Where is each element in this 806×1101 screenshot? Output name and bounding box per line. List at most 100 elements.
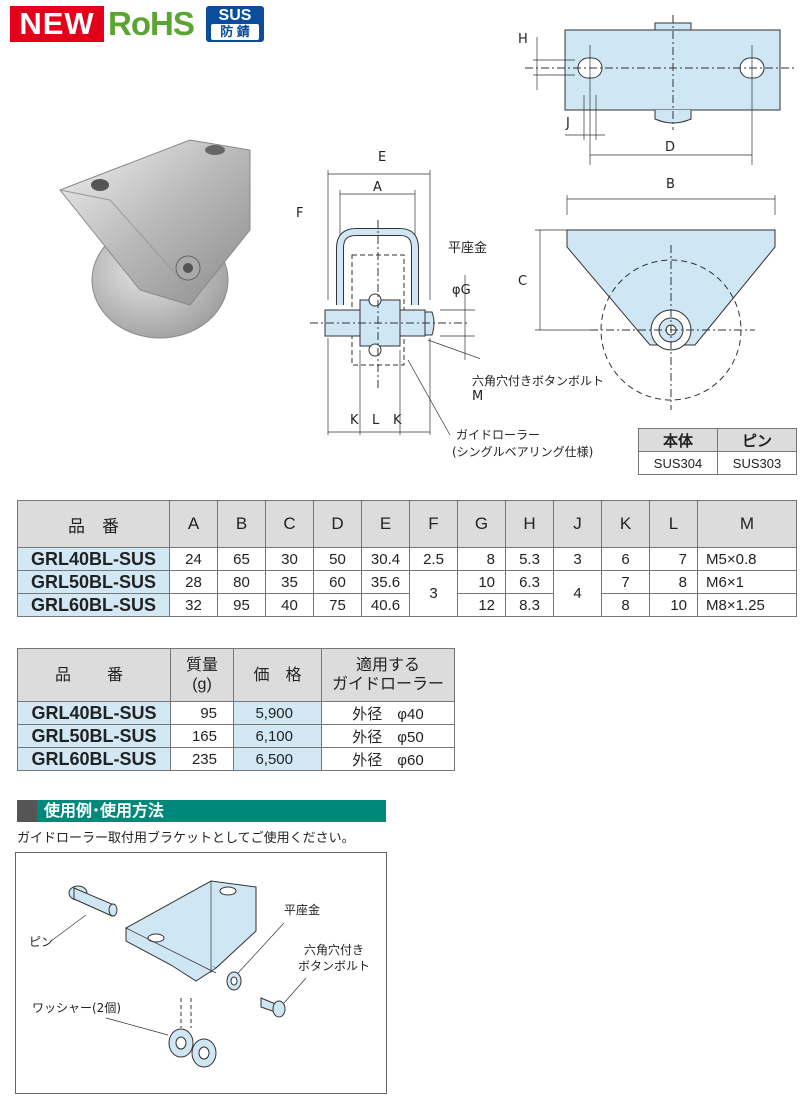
spec-header: H — [505, 500, 554, 548]
price-header-row: 品 番 質量 (g) 価 格 適用するガイドローラー — [17, 648, 455, 702]
applicable-cell: 外径 φ40 — [321, 701, 455, 725]
spec-cell: 12 — [457, 593, 506, 617]
price-cell: 6,500 — [233, 747, 322, 771]
material-pin: SUS303 — [717, 451, 797, 475]
usage-section-title: 使用例･使用方法 — [44, 801, 165, 820]
material-header-row: 本体 ピン — [638, 428, 797, 452]
material-header-pin: ピン — [717, 428, 797, 452]
spec-header: K — [601, 500, 650, 548]
spec-cell: 40 — [265, 593, 314, 617]
spec-header: A — [169, 500, 218, 548]
usage-section-header: 使用例･使用方法 — [17, 800, 386, 822]
spec-cell: 4 — [553, 570, 602, 617]
spec-header: D — [313, 500, 362, 548]
spec-cell: 30.4 — [361, 547, 410, 571]
side-section-drawing — [310, 170, 480, 436]
bracket-icon — [124, 880, 257, 982]
label-L: L — [372, 413, 380, 428]
usage-label-bolt-2: ボタンボルト — [298, 959, 371, 973]
top-view-drawing — [525, 15, 795, 165]
spec-header: B — [217, 500, 266, 548]
label-G: φG — [452, 283, 471, 298]
label-K1: K — [350, 413, 359, 428]
usage-example-box: ピン 平座金 六角穴付き ボタンボルト ワッシャー(2個) — [15, 852, 387, 1094]
price-header-weight-1: 質量 — [185, 657, 218, 674]
spec-cell: 7 — [649, 547, 698, 571]
spec-cell: 75 — [313, 593, 362, 617]
spec-cell: 65 — [217, 547, 266, 571]
label-E: E — [378, 150, 387, 165]
price-cell: 6,100 — [233, 724, 322, 748]
table-row: GRL40BL-SUS 24 65 30 50 30.4 2.5 8 5.3 3… — [17, 547, 797, 571]
price-header-applicable: 適用するガイドローラー — [321, 648, 455, 702]
table-row: GRL50BL-SUS 165 6,100 外径 φ50 — [17, 724, 455, 748]
price-header-pn: 品 番 — [17, 648, 171, 702]
price-header-ap-1: 適用する — [355, 657, 420, 674]
label-M: M — [472, 389, 484, 404]
weight-cell: 165 — [170, 724, 234, 748]
spec-cell: 6 — [601, 547, 650, 571]
weight-cell: 235 — [170, 747, 234, 771]
spec-header: M — [697, 500, 797, 548]
washer-icon — [226, 971, 242, 991]
spec-cell: M8×1.25 — [697, 593, 797, 617]
spec-cell: 80 — [217, 570, 266, 594]
spec-header: C — [265, 500, 314, 548]
spec-cell: 8.3 — [505, 593, 554, 617]
price-header-weight: 質量 (g) — [170, 648, 234, 702]
spec-cell: 24 — [169, 547, 218, 571]
spec-cell: 32 — [169, 593, 218, 617]
part-number: GRL40BL-SUS — [17, 547, 170, 571]
spec-cell: 8 — [601, 593, 650, 617]
label-B: B — [666, 177, 675, 192]
label-C: C — [518, 274, 528, 289]
usage-label-bolt-1: 六角穴付き — [304, 943, 365, 957]
product-photo — [59, 139, 251, 339]
bolt-icon — [260, 997, 286, 1018]
front-view-drawing — [535, 195, 776, 410]
spec-cell: 10 — [649, 593, 698, 617]
usage-label-washer2: ワッシャー(2個) — [32, 1001, 121, 1015]
spec-cell: 8 — [457, 547, 506, 571]
spec-header: G — [457, 500, 506, 548]
spec-cell: 35.6 — [361, 570, 410, 594]
weight-cell: 95 — [170, 701, 234, 725]
label-J: J — [566, 116, 570, 131]
price-cell: 5,900 — [233, 701, 322, 725]
material-body: SUS304 — [638, 451, 718, 475]
material-table: 本体 ピン SUS304 SUS303 — [638, 428, 797, 475]
spec-header: 品 番 — [17, 500, 170, 548]
usage-exploded-drawing — [50, 880, 307, 1068]
pin-icon — [68, 885, 118, 917]
label-A: A — [373, 180, 382, 195]
spec-cell: 40.6 — [361, 593, 410, 617]
part-number: GRL40BL-SUS — [17, 701, 171, 725]
spec-header: F — [409, 500, 458, 548]
material-header-body: 本体 — [638, 428, 718, 452]
rohs-badge: RoHS — [108, 5, 195, 42]
material-value-row: SUS304 SUS303 — [638, 451, 797, 475]
spec-cell: 95 — [217, 593, 266, 617]
price-header-price: 価 格 — [233, 648, 322, 702]
spec-cell: 3 — [553, 547, 602, 571]
usage-label-pin: ピン — [29, 935, 54, 949]
spec-cell: M5×0.8 — [697, 547, 797, 571]
spec-cell: 8 — [649, 570, 698, 594]
price-header-weight-2: (g) — [192, 676, 212, 693]
spec-cell: 60 — [313, 570, 362, 594]
label-roller-spec: (シングルベアリング仕様) — [452, 445, 594, 459]
spec-cell: M6×1 — [697, 570, 797, 594]
table-row: GRL60BL-SUS 32 95 40 75 40.6 12 8.3 8 10… — [17, 593, 797, 617]
spec-cell: 28 — [169, 570, 218, 594]
label-F: F — [296, 206, 304, 221]
part-number: GRL50BL-SUS — [17, 724, 171, 748]
table-row: GRL40BL-SUS 95 5,900 外径 φ40 — [17, 701, 455, 725]
label-K2: K — [393, 413, 402, 428]
spec-cell: 6.3 — [505, 570, 554, 594]
spec-header: E — [361, 500, 410, 548]
table-row: GRL50BL-SUS 28 80 35 60 35.6 3 10 6.3 4 … — [17, 570, 797, 617]
spec-cell: 2.5 — [409, 547, 458, 571]
label-roller: ガイドローラー — [456, 428, 541, 442]
table-row: GRL60BL-SUS 235 6,500 外径 φ60 — [17, 747, 455, 771]
part-number: GRL60BL-SUS — [17, 593, 170, 617]
